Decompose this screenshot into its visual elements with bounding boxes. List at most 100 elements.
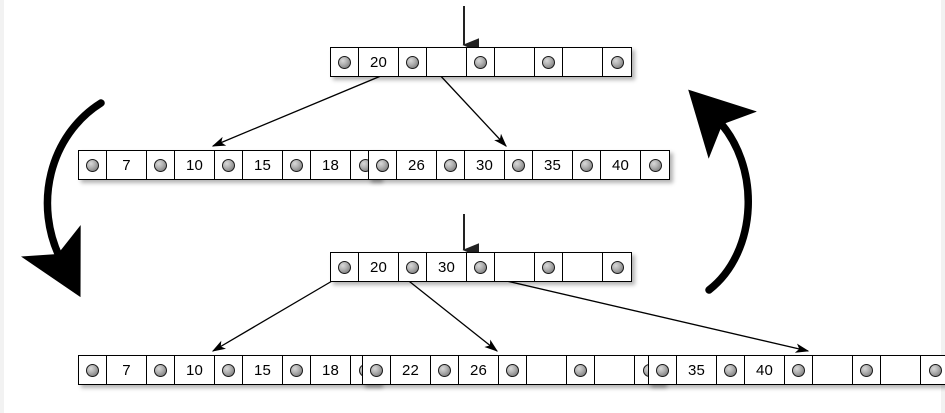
pointer-dot-icon — [154, 363, 167, 377]
key-cell: 35 — [533, 151, 573, 179]
pointer-cell — [853, 356, 881, 384]
pointer-dot-icon — [444, 158, 457, 172]
key-cell-empty — [427, 48, 467, 76]
pointer-dot-icon — [370, 363, 383, 377]
key-cell: 20 — [359, 253, 399, 281]
pointer-cell — [437, 151, 465, 179]
pointer-cell — [641, 151, 669, 179]
pointer-cell — [331, 253, 359, 281]
pointer-dot-icon — [376, 158, 389, 172]
key-cell: 22 — [391, 356, 431, 384]
key-cell-empty — [495, 48, 535, 76]
pointer-dot-icon — [406, 55, 419, 69]
key-cell-empty — [495, 253, 535, 281]
pointer-dot-icon — [86, 158, 99, 172]
key-cell: 15 — [243, 356, 283, 384]
pointer-dot-icon — [860, 363, 873, 377]
pointer-dot-icon — [474, 55, 487, 69]
key-cell: 18 — [311, 151, 351, 179]
root-before-to-leaf-right — [436, 71, 507, 147]
btree-node-leaf-before-right: 26 30 35 40 — [368, 150, 670, 180]
pointer-cell — [505, 151, 533, 179]
pointer-cell — [399, 253, 427, 281]
pointer-cell — [603, 253, 631, 281]
pointer-dot-icon — [222, 363, 235, 377]
pointer-cell — [467, 253, 495, 281]
pointer-dot-icon — [580, 158, 593, 172]
key-cell: 40 — [601, 151, 641, 179]
pointer-cell — [79, 151, 107, 179]
pointer-cell — [573, 151, 601, 179]
root-before-to-leaf-left — [211, 67, 401, 147]
pointer-dot-icon — [406, 260, 419, 274]
key-cell: 10 — [175, 356, 215, 384]
key-cell: 7 — [107, 356, 147, 384]
key-cell: 30 — [427, 253, 467, 281]
btree-node-leaf-before-left: 7 10 15 18 — [78, 150, 380, 180]
pointer-cell — [603, 48, 631, 76]
pointer-dot-icon — [474, 260, 487, 274]
pointer-cell — [215, 151, 243, 179]
pointer-cell — [147, 356, 175, 384]
pointer-dot-icon — [438, 363, 451, 377]
left-edge-strip — [0, 0, 4, 413]
key-cell-empty — [813, 356, 853, 384]
pointer-dot-icon — [290, 363, 303, 377]
pointer-dot-icon — [574, 363, 587, 377]
transform-arrow-right — [688, 89, 757, 294]
pointer-dot-icon — [792, 363, 805, 377]
pointer-cell — [467, 48, 495, 76]
pointer-dot-icon — [610, 260, 624, 274]
pointer-dot-icon — [724, 363, 737, 377]
key-cell-empty — [563, 253, 603, 281]
pointer-dot-icon — [290, 158, 303, 172]
pointer-cell — [785, 356, 813, 384]
pointer-cell — [363, 356, 391, 384]
pointer-cell — [147, 151, 175, 179]
pointer-cell — [567, 356, 595, 384]
pointer-cell — [331, 48, 359, 76]
pointer-cell — [79, 356, 107, 384]
key-cell-empty — [595, 356, 635, 384]
key-cell: 26 — [397, 151, 437, 179]
pointer-dot-icon — [610, 55, 624, 69]
pointer-cell — [369, 151, 397, 179]
key-cell: 7 — [107, 151, 147, 179]
pointer-dot-icon — [542, 55, 555, 69]
right-edge-strip — [941, 0, 945, 413]
pointer-cell — [499, 356, 527, 384]
key-cell-empty — [527, 356, 567, 384]
key-cell-empty — [563, 48, 603, 76]
pointer-dot-icon — [154, 158, 167, 172]
pointer-dot-icon — [506, 363, 519, 377]
pointer-cell — [283, 151, 311, 179]
key-cell: 10 — [175, 151, 215, 179]
pointer-dot-icon — [656, 363, 669, 377]
key-cell: 40 — [745, 356, 785, 384]
pointer-cell — [535, 48, 563, 76]
pointer-cell — [283, 356, 311, 384]
key-cell: 26 — [459, 356, 499, 384]
pointer-cell — [717, 356, 745, 384]
key-cell: 30 — [465, 151, 505, 179]
key-cell: 18 — [311, 356, 351, 384]
pointer-cell — [215, 356, 243, 384]
pointer-dot-icon — [222, 158, 235, 172]
pointer-dot-icon — [338, 260, 351, 274]
key-cell: 15 — [243, 151, 283, 179]
transform-arrow-left — [20, 99, 105, 298]
root-after-to-leaf-left — [211, 273, 345, 352]
btree-node-root-before: 20 — [330, 47, 632, 77]
pointer-dot-icon — [648, 158, 662, 172]
pointer-cell — [535, 253, 563, 281]
pointer-dot-icon — [928, 363, 942, 377]
root-after-to-leaf-middle — [399, 273, 499, 352]
pointer-dot-icon — [512, 158, 525, 172]
pointer-dot-icon — [338, 55, 351, 69]
pointer-cell — [921, 356, 945, 384]
